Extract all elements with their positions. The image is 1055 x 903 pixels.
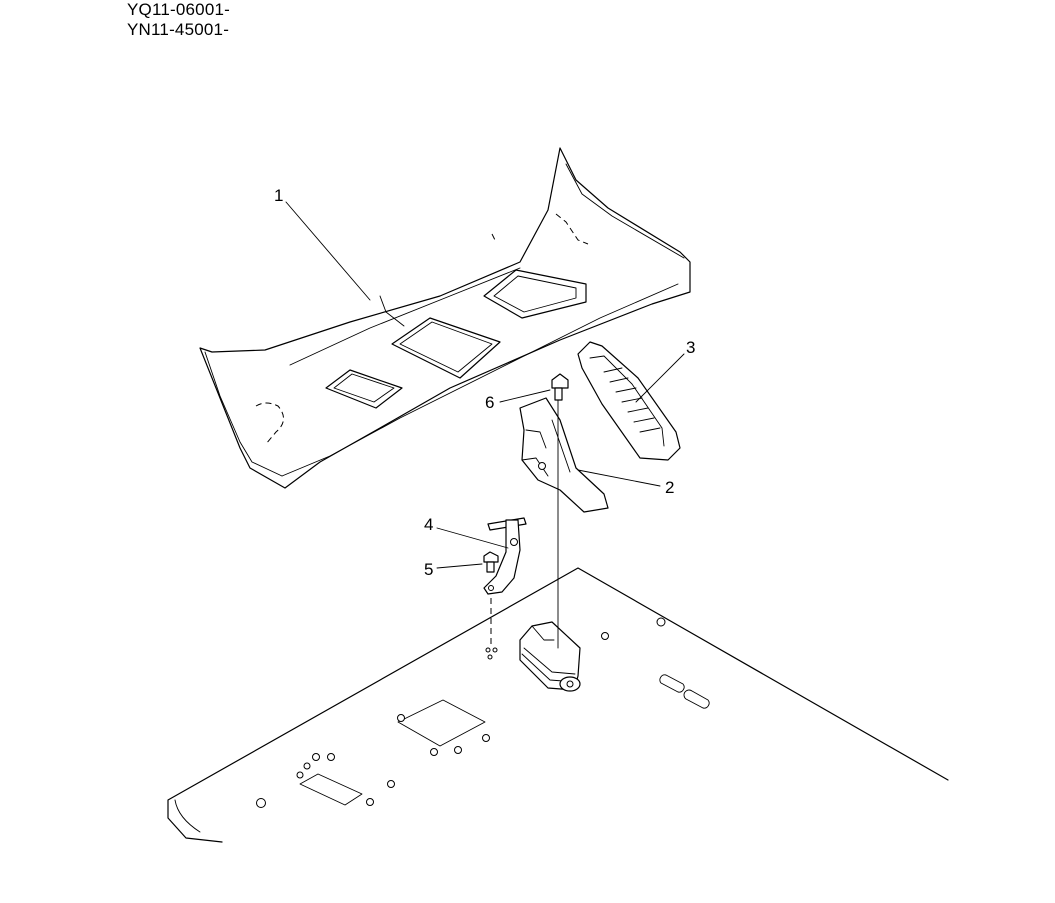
nut (483, 551, 499, 573)
assembly-lines (490, 399, 559, 649)
serial-range-2: YN11-45001- (127, 20, 230, 39)
serial-number-block: YQ11-06001- YN11-45001- (127, 0, 230, 40)
callout-3: 3 (686, 338, 695, 357)
callout-2: 2 (665, 478, 674, 497)
callout-4: 4 (424, 515, 433, 534)
floor-panel (199, 147, 691, 489)
callout-1: 1 (274, 186, 283, 205)
callout-5: 5 (424, 560, 433, 579)
accelerator-pedal (577, 341, 681, 461)
lever-bracket (483, 517, 527, 595)
bolt (551, 373, 569, 401)
floor-plate (167, 567, 949, 843)
leader-lines (285, 201, 685, 569)
pedal-mount-base (519, 621, 581, 692)
callout-6: 6 (485, 393, 494, 412)
pedal-bracket (519, 397, 609, 513)
serial-range-1: YQ11-06001- (127, 0, 231, 19)
